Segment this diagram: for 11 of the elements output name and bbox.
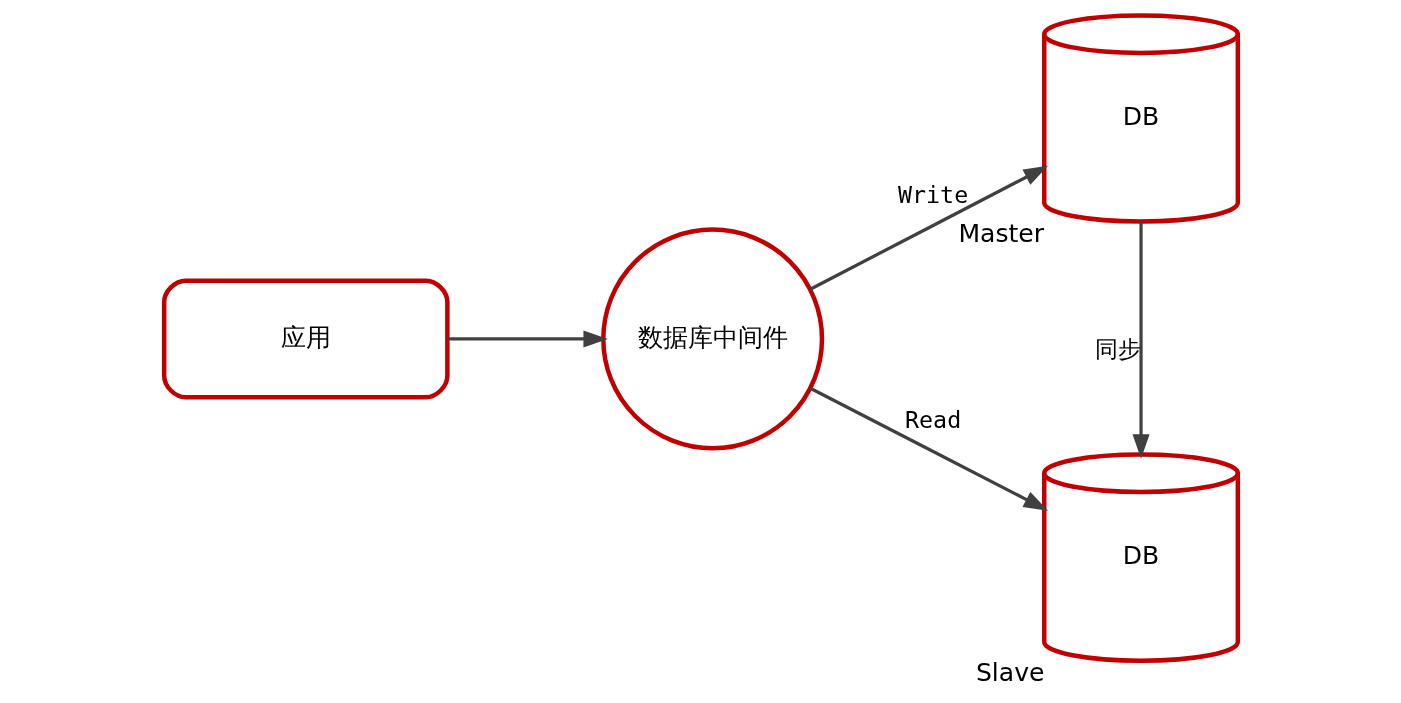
node-circle: 数据库中间件 [600,227,824,451]
arrow [809,386,1048,511]
node-label: Master [957,218,1044,248]
edge-label: 同步 [1094,334,1141,362]
arrow [809,165,1048,291]
edge-label: Write [897,181,968,209]
edge-label: Read [904,405,961,433]
arrow [447,330,608,348]
arrow [1132,222,1150,459]
node-box: 应用 [161,278,450,400]
node-label: Slave [975,657,1044,687]
